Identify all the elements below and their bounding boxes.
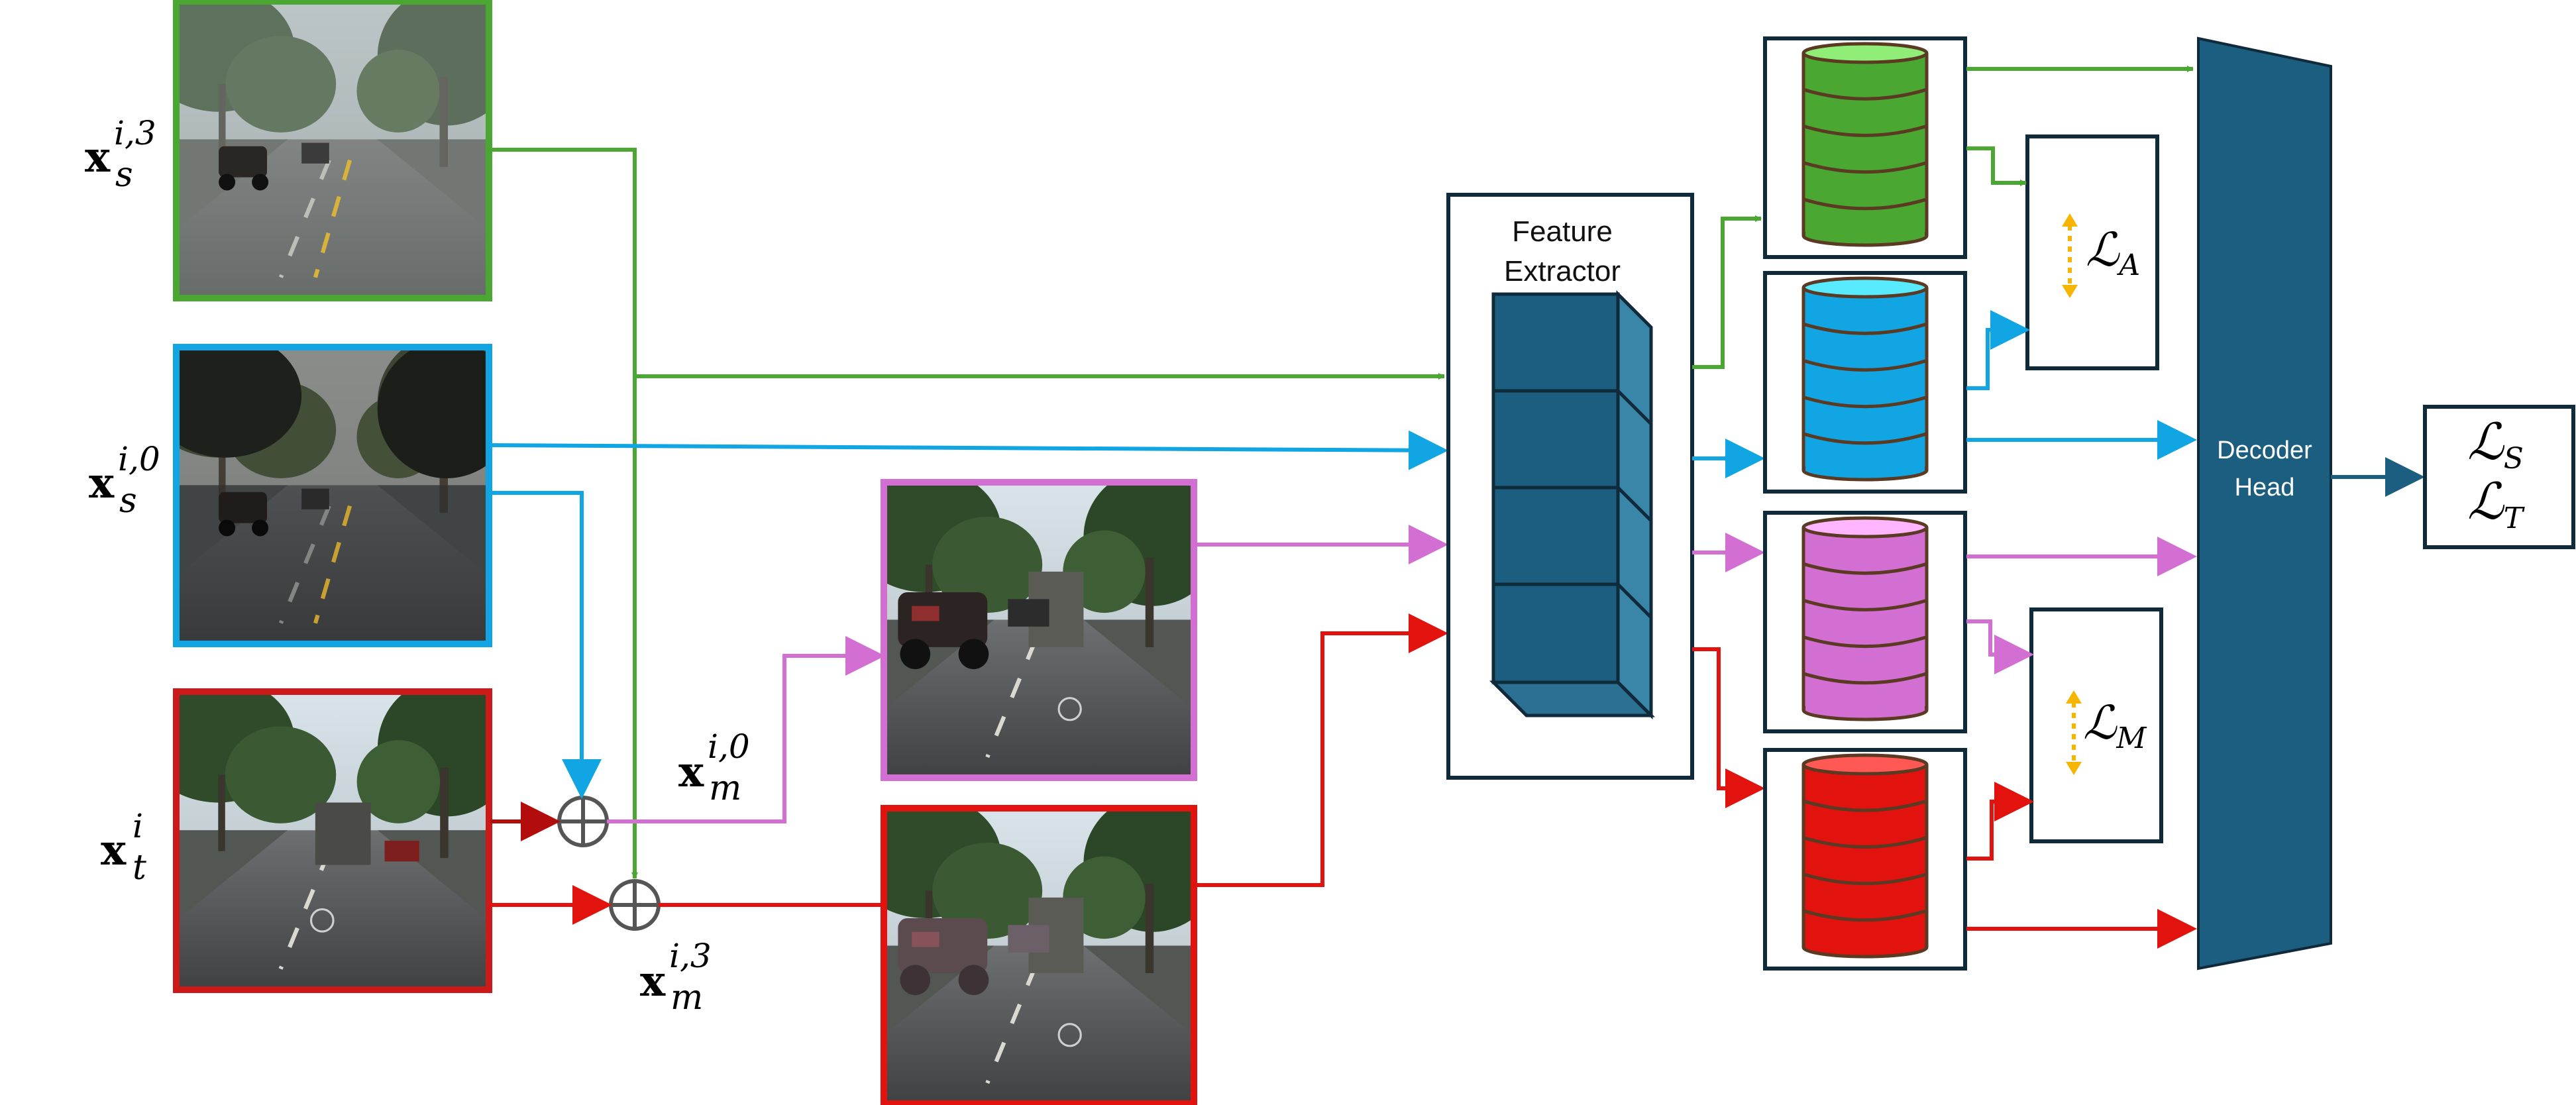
image-source-rain: [173, 0, 492, 301]
label-xs0-sup: i,0: [118, 440, 160, 478]
label-xm0-sub: m: [709, 768, 742, 808]
label-xs3-sup: i,3: [114, 114, 156, 152]
label-xt-sub: t: [133, 848, 146, 888]
extractor-label-line2: Extractor: [1504, 255, 1621, 288]
image-target: [173, 688, 492, 993]
image-mixed-3: [881, 805, 1197, 1105]
loss-seg: ℒS: [2467, 412, 2524, 476]
arrow-mixed3-to-extractor: [1195, 613, 1448, 887]
label-xs3: x i,3 s: [85, 114, 156, 195]
label-xt-base: x: [101, 825, 127, 875]
arrow-extractor-to-red: [1692, 647, 1765, 808]
label-xm3-sub: m: [671, 978, 704, 1018]
loss-seg-sub: S: [2503, 442, 2524, 476]
loss-seg-symbol: ℒ: [2467, 412, 2504, 471]
label-xm0: x i,0 m: [678, 727, 750, 808]
feature-green-cylinder: [1801, 42, 1929, 247]
feature-magenta-cylinder: [1801, 516, 1929, 721]
label-xm0-base: x: [678, 747, 704, 797]
loss-align-sub: A: [2119, 248, 2141, 282]
label-xs0-base: x: [89, 458, 115, 508]
loss-tgt: ℒT: [2467, 472, 2523, 535]
loss-mix-sub: M: [2116, 721, 2147, 755]
feature-extractor: Feature Extractor: [1446, 193, 1694, 780]
arrow-rain-to-mix: [490, 148, 638, 879]
loss-box-mix: [2029, 607, 2163, 843]
label-xs3-sub: s: [115, 155, 133, 195]
arrow-red-to-mix: [1966, 782, 2034, 861]
label-xs0-sub: s: [119, 481, 137, 521]
arrow-green-to-align: [1966, 146, 2027, 186]
feature-red-cylinder: [1801, 753, 1929, 959]
loss-mix-symbol: ℒ: [2083, 696, 2117, 750]
align-double-arrow: [2062, 213, 2078, 298]
label-xm0-sup: i,0: [708, 727, 750, 766]
label-xm3-base: x: [640, 957, 666, 1006]
decoder-label-line1: Decoder: [2217, 437, 2312, 464]
label-xm3: x i,3 m: [640, 937, 712, 1018]
jeep: [219, 146, 269, 191]
mix-double-arrow: [2066, 690, 2082, 775]
arrow-dusk-to-mix: [490, 491, 602, 799]
extractor-label-line1: Feature: [1512, 215, 1613, 248]
label-xt: x i t: [101, 807, 146, 888]
arrow-extractor-to-green: [1692, 215, 1762, 369]
loss-box-align: [2025, 134, 2159, 370]
arrow-mix0-to-image: [607, 636, 885, 823]
arrow-blue-to-align: [1966, 310, 2030, 390]
image-mixed-0: [881, 479, 1197, 781]
decoder-head: Decoder Head: [2197, 36, 2332, 971]
decoder-label-line2: Head: [2235, 474, 2295, 501]
loss-align: ℒA: [2086, 223, 2140, 282]
arrow-dusk-to-extractor: [490, 430, 1448, 470]
mix-operator-3: [609, 879, 661, 931]
label-xs3-base: x: [85, 132, 111, 182]
output-loss-box: [2423, 405, 2575, 549]
label-xm3-sup: i,3: [669, 937, 712, 975]
mix-operator-0: [557, 796, 609, 847]
label-xs0: x i,0 s: [89, 440, 160, 521]
loss-tgt-sub: T: [2503, 501, 2524, 535]
label-xt-sup: i: [133, 807, 143, 845]
image-source-dusk: [173, 344, 492, 647]
loss-tgt-symbol: ℒ: [2467, 472, 2504, 531]
loss-align-symbol: ℒ: [2086, 223, 2120, 277]
arrow-magenta-to-mix: [1966, 619, 2034, 674]
loss-mix: ℒM: [2083, 696, 2146, 755]
feature-blue-cylinder: [1801, 276, 1929, 482]
